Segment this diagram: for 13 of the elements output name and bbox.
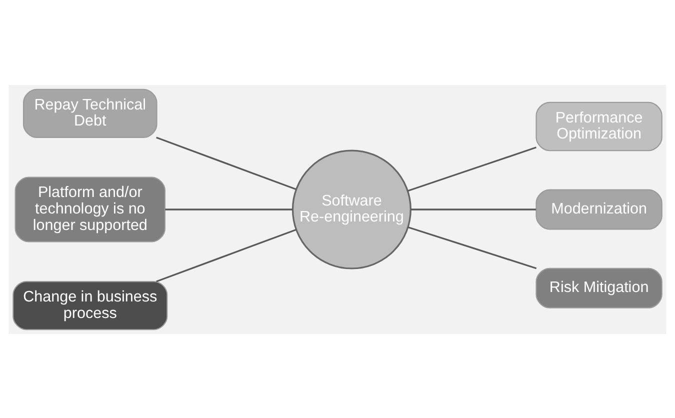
node-circle: Software Re-engineering [292, 149, 412, 269]
node-box: Change in business process [12, 280, 168, 330]
connector [408, 226, 537, 269]
connector [410, 208, 536, 210]
node-box: Risk Mitigation [536, 267, 662, 308]
connector [408, 146, 536, 192]
node-box: Modernization [536, 188, 662, 230]
connector [165, 208, 293, 210]
node-box: Platform and/or technology is no longer supported [14, 176, 166, 242]
node-box: Repay Technical Debt [22, 88, 158, 138]
connector [156, 136, 296, 190]
connector [156, 228, 296, 282]
node-box: Performance Optimization [536, 101, 662, 151]
